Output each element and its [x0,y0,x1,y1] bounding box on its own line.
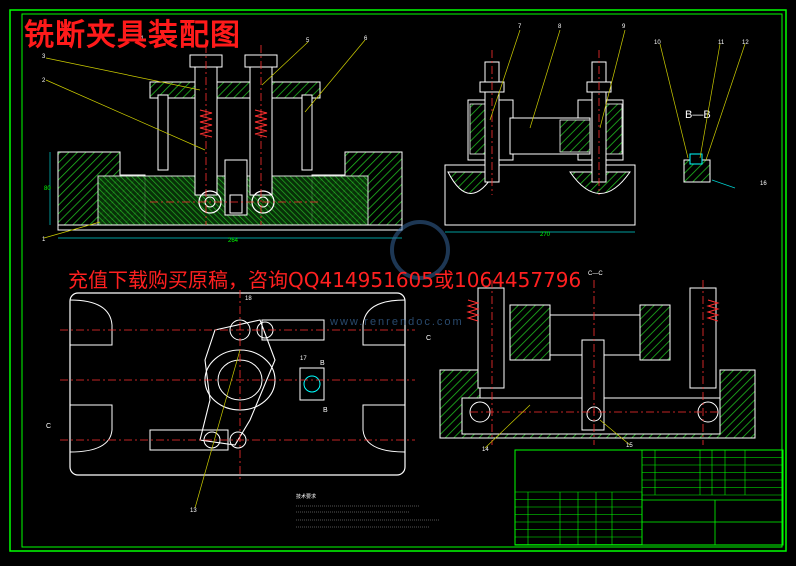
callout-number: 17 [300,356,307,362]
callout-number: 12 [742,40,749,46]
front-view: 264 80 [43,39,403,244]
section-mark-b2: B [323,407,328,414]
section-bb-label: B—B [685,109,711,121]
side-view: 270 [444,29,636,238]
section-mark-b1: B [320,360,325,367]
frame-inner [21,13,783,548]
callout-number: 3 [42,54,46,60]
callout-number: 15 [626,443,633,449]
callout-number: 4 [140,36,144,42]
section-cc: C—C [439,271,756,449]
callout-number: 11 [718,40,725,46]
section-mark-c2: C [46,423,51,430]
purchase-notice: 充值下载购买原稿，咨询QQ414951605或1064457796 [68,268,582,292]
callout-number: 1 [42,237,46,243]
tech-notes: 技术要求 [296,493,440,528]
front-height-dim: 80 [44,186,51,192]
callout-number: 7 [518,24,522,30]
callout-number: 13 [190,508,197,514]
callout-number: 9 [622,24,626,30]
callout-number: 8 [558,24,562,30]
tech-notes-title: 技术要求 [296,493,316,500]
frame-outer [9,9,787,552]
section-bb: B—B [659,43,746,189]
watermark-text: www.renrendoc.com [329,316,464,328]
callout-number: 16 [760,181,767,187]
plan-view: B B C C [46,290,431,509]
callout-number: 5 [306,38,310,44]
callout-number: 2 [42,78,46,84]
drawing-title: 铣断夹具装配图 [24,18,241,53]
callout-number: 18 [245,296,252,302]
section-mark-c1: C [426,335,431,342]
callout-number: 14 [482,447,489,453]
callout-number: 6 [364,36,368,42]
front-width-dim: 264 [228,238,239,244]
section-cc-label: C—C [588,271,603,277]
side-width-dim: 270 [540,232,551,238]
parts-list [514,449,783,545]
watermark-logo-icon [390,220,450,280]
callout-number: 10 [654,40,661,46]
title-block [514,449,784,546]
